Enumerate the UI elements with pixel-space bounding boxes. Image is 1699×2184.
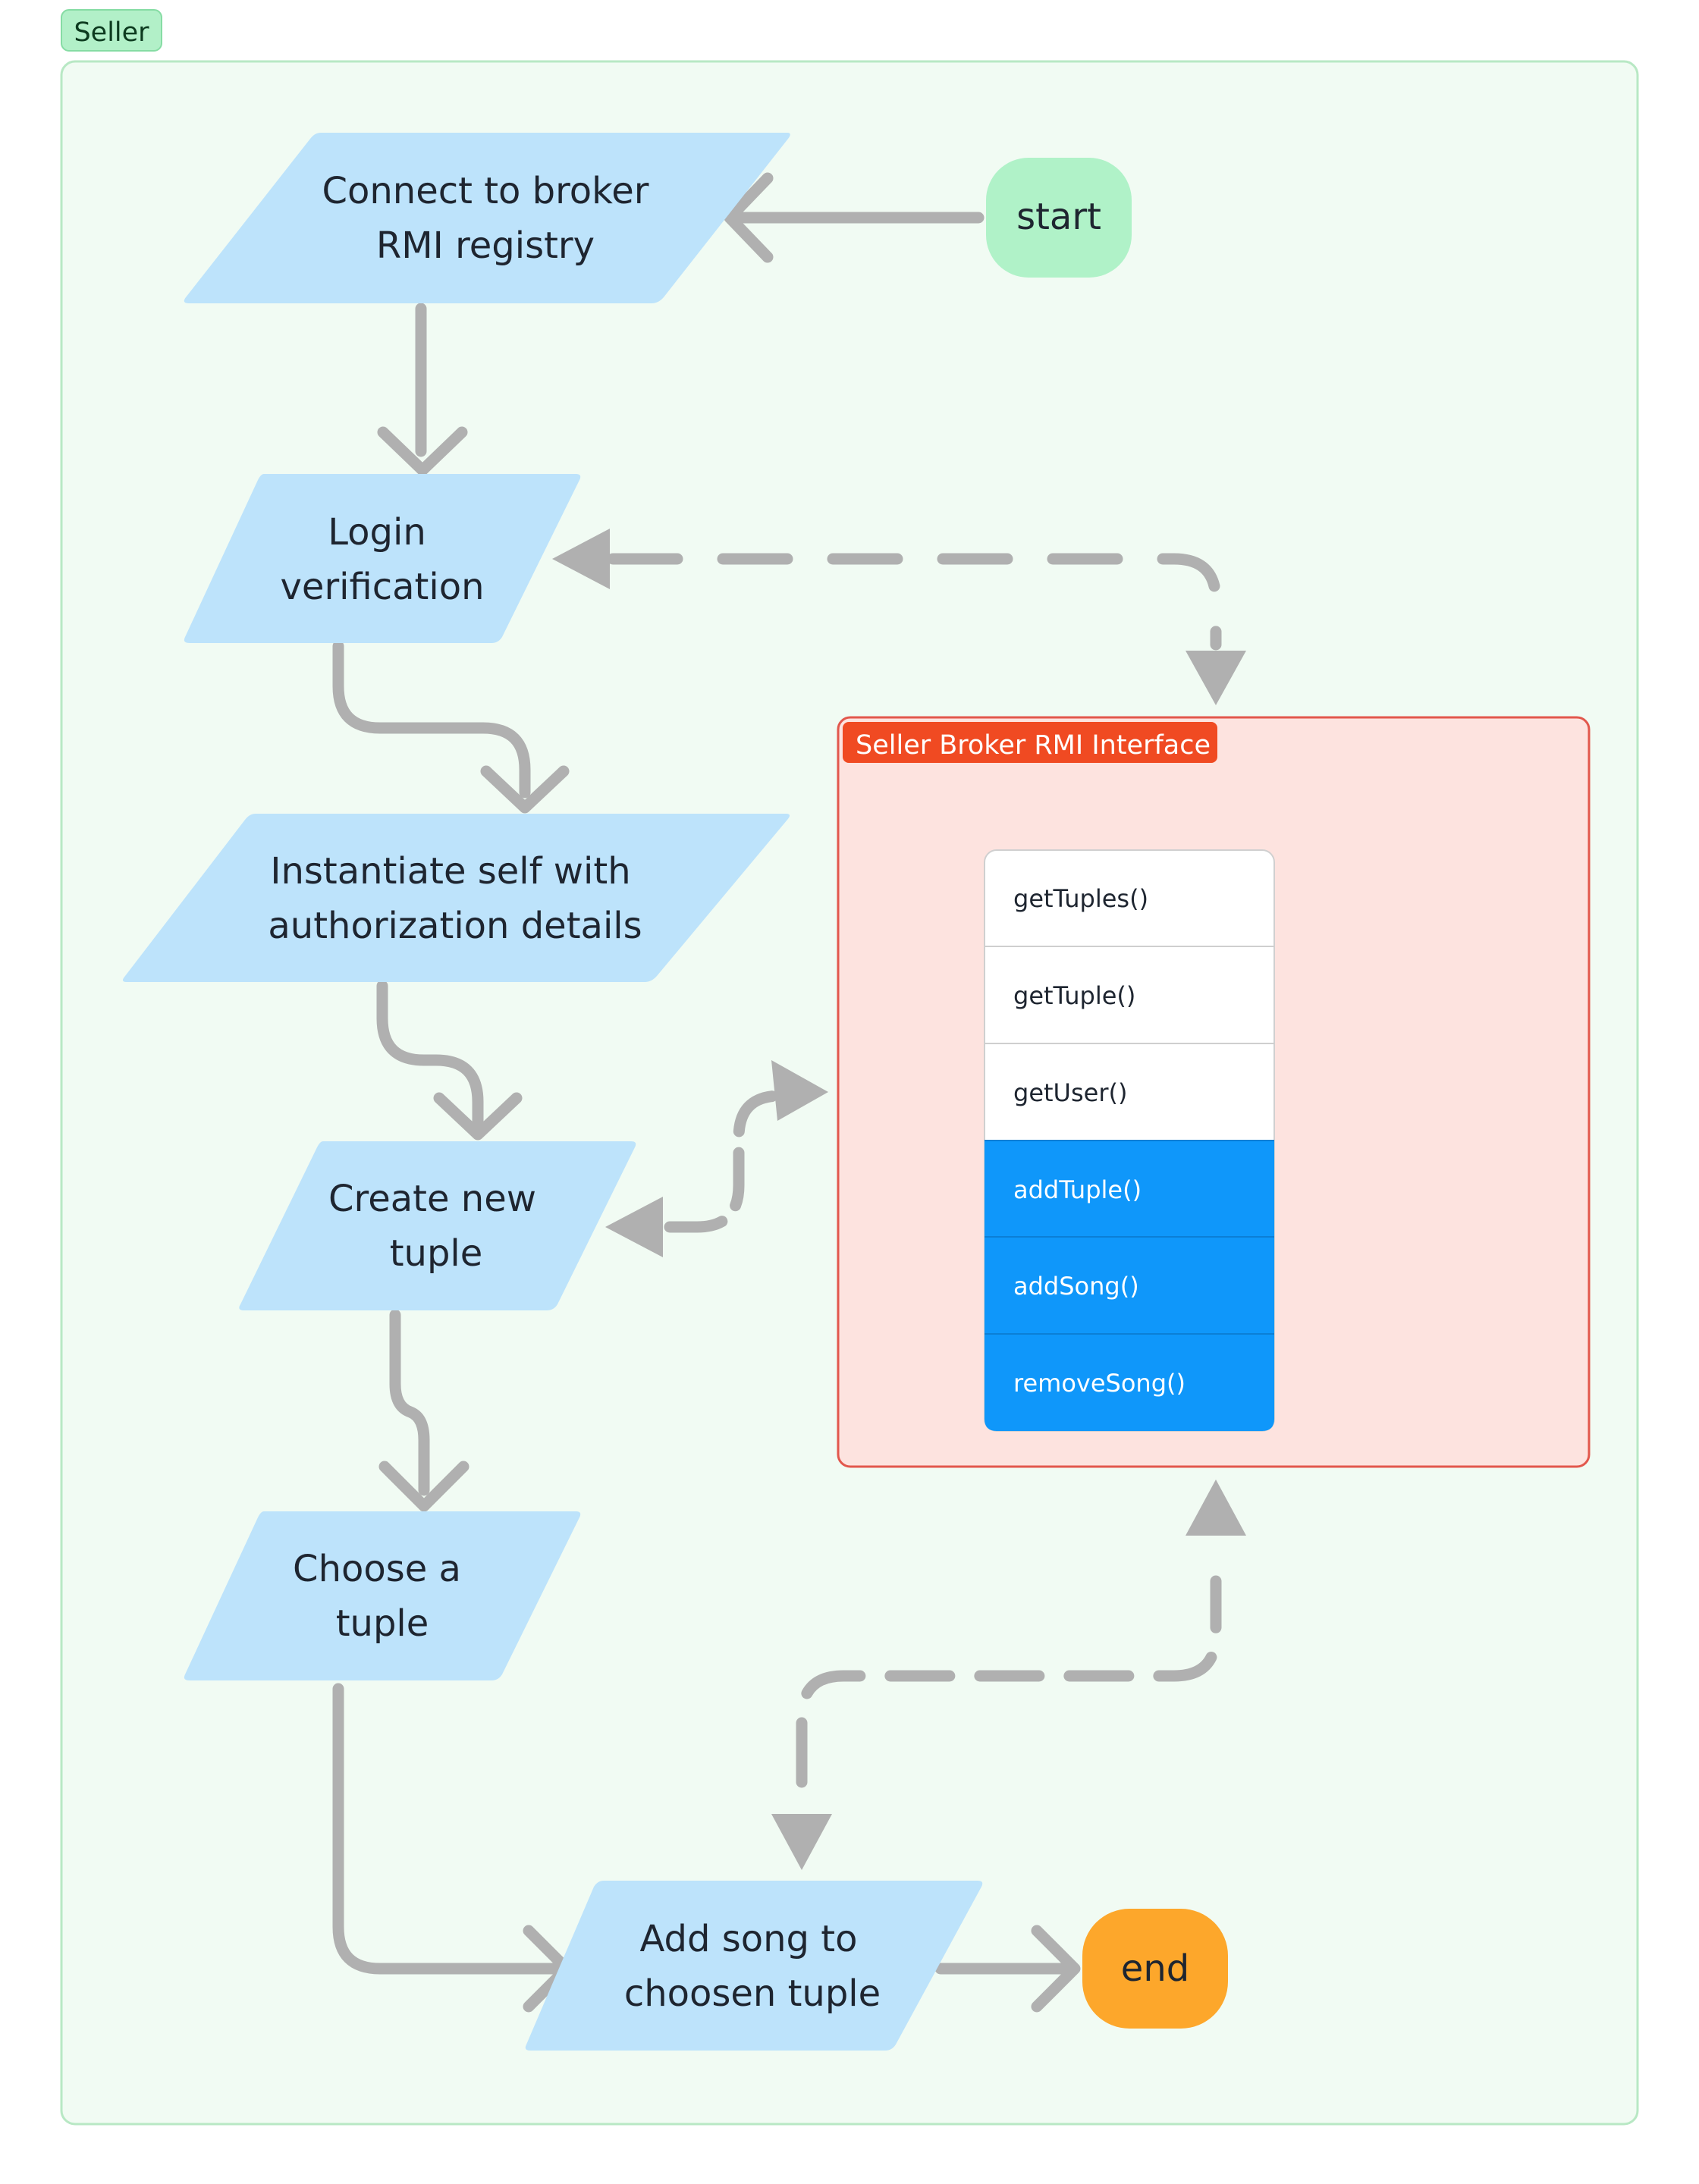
- step-create-line2: tuple: [390, 1232, 483, 1275]
- connector-login-to-instantiate: [332, 640, 570, 814]
- arrowhead: [1186, 1480, 1246, 1536]
- step-instantiate-self: Instantiate self with authorization deta…: [122, 814, 790, 982]
- method-item: getUser(): [1013, 1078, 1127, 1107]
- step-create-tuple: Create new tuple: [239, 1141, 636, 1310]
- seller-badge-label: Seller: [74, 17, 149, 48]
- method-item: getTuples(): [1013, 884, 1148, 913]
- connector-login-interface: [607, 553, 1222, 651]
- arrowhead: [605, 1197, 663, 1257]
- step-add-line2: choosen tuple: [624, 1972, 881, 2015]
- connector-add-interface: [796, 1575, 1222, 1788]
- step-instantiate-line1: Instantiate self with: [270, 850, 630, 893]
- connector-connect-to-login: [377, 303, 468, 476]
- seller-badge: Seller: [61, 9, 162, 52]
- connector-instantiate-to-create: [376, 980, 523, 1141]
- start-terminal: start: [986, 158, 1132, 278]
- connector-create-to-choose: [378, 1309, 470, 1512]
- method-item: getTuple(): [1013, 981, 1135, 1010]
- step-login-line2: verification: [281, 566, 485, 608]
- step-connect-line2: RMI registry: [376, 224, 595, 267]
- connector-add-to-end: [934, 1925, 1081, 2013]
- arrowhead: [771, 1060, 828, 1121]
- step-instantiate-line2: authorization details: [268, 905, 642, 947]
- method-item: removeSong(): [1013, 1369, 1186, 1398]
- step-add-line1: Add song to: [640, 1918, 858, 1960]
- method-item: addTuple(): [1013, 1175, 1142, 1204]
- step-connect-broker: Connect to broker RMI registry: [184, 133, 790, 303]
- step-choose-line1: Choose a: [293, 1548, 461, 1590]
- start-label: start: [1016, 196, 1101, 238]
- interface-method-list: getTuples() getTuple() getUser() addTupl…: [984, 849, 1275, 1432]
- step-create-line1: Create new: [328, 1178, 536, 1220]
- step-choose-line2: tuple: [336, 1602, 429, 1645]
- connector-start-to-connect: [724, 172, 985, 263]
- step-connect-line1: Connect to broker: [322, 170, 649, 212]
- arrowhead: [771, 1814, 832, 1870]
- arrowhead: [552, 529, 610, 589]
- method-item: addSong(): [1013, 1272, 1139, 1301]
- end-label: end: [1121, 1947, 1189, 1990]
- interface-badge: Seller Broker RMI Interface: [843, 722, 1217, 763]
- step-choose-tuple: Choose a tuple: [184, 1511, 581, 1680]
- step-login-verification: Login verification: [184, 474, 581, 643]
- arrowhead: [1186, 651, 1246, 705]
- connector-create-interface: [664, 1090, 798, 1233]
- end-terminal: end: [1082, 1909, 1228, 2029]
- interface-badge-label: Seller Broker RMI Interface: [856, 730, 1211, 761]
- step-add-song: Add song to choosen tuple: [525, 1881, 983, 2051]
- step-login-line1: Login: [328, 511, 426, 554]
